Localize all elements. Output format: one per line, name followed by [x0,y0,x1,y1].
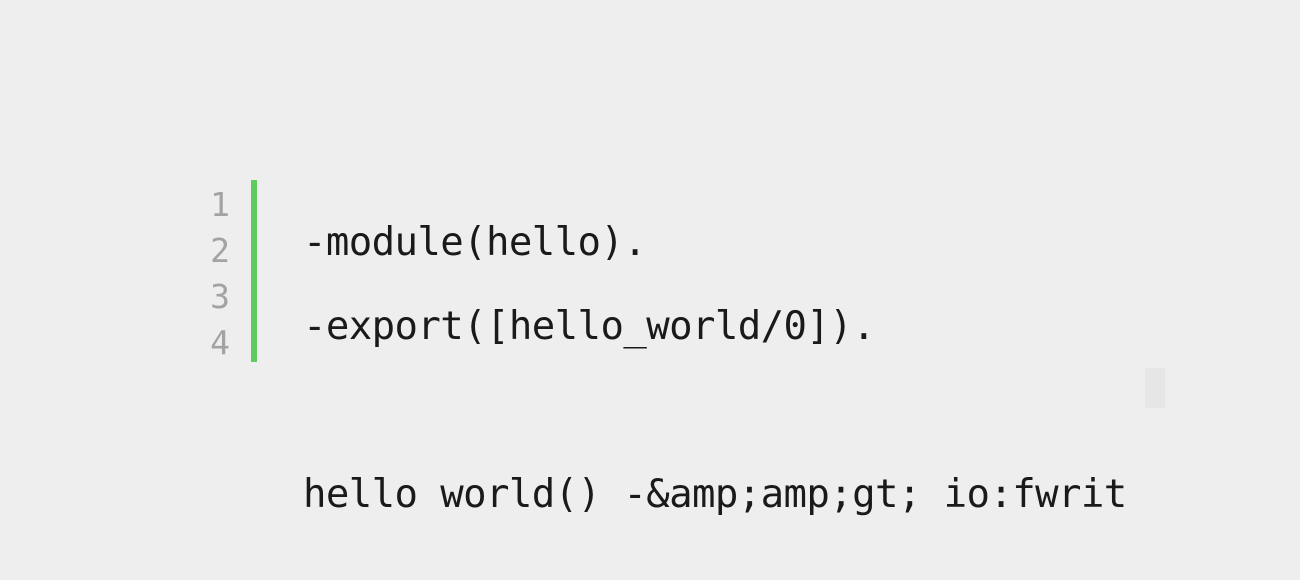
line-number-gutter: 1 2 3 4 [190,182,230,366]
line-number: 1 [210,185,230,224]
code-editor[interactable]: 1 2 3 4 -module(hello). -export([hello_w… [190,180,1290,517]
code-line[interactable] [303,388,1127,434]
change-marker-bar [251,180,257,362]
code-line[interactable]: -module(hello). [303,220,647,265]
horizontal-scrollbar-thumb[interactable] [1145,368,1165,408]
line-number: 2 [210,231,230,270]
code-content[interactable]: -module(hello). -export([hello_world/0])… [303,182,1127,556]
line-number: 4 [210,323,230,362]
code-line[interactable]: hello world() -&amp;amp;gt; io:fwrit [303,472,1127,517]
code-line[interactable]: -export([hello_world/0]). [303,304,876,349]
line-number: 3 [210,277,230,316]
